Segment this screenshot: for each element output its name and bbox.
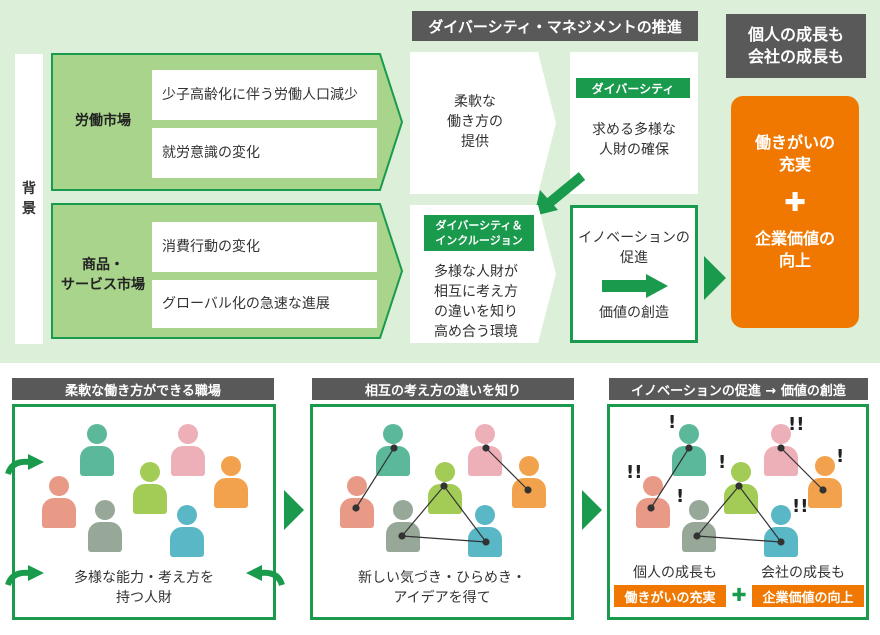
goods-market-label-2: サービス市場 bbox=[61, 277, 145, 293]
diversity-box bbox=[570, 52, 698, 194]
result-line-3: 企業価値の bbox=[754, 229, 835, 248]
curved-arrow-icon bbox=[5, 454, 44, 476]
plus-icon: ✚ bbox=[784, 188, 806, 218]
person-icon bbox=[468, 424, 502, 476]
value-creation-text: 価値の創造 bbox=[599, 305, 669, 321]
innovation-line-2: 促進 bbox=[620, 250, 648, 266]
goal-line-1: 個人の成長も bbox=[747, 25, 844, 44]
inclusion-tag-2: インクルージョン bbox=[435, 234, 523, 247]
exclamation-icon: ! bbox=[676, 486, 685, 507]
person-icon bbox=[42, 476, 76, 528]
innovation-line-1: イノベーションの bbox=[578, 230, 690, 246]
person-icon bbox=[80, 424, 114, 476]
environment-line-4: 高め合う環境 bbox=[434, 324, 518, 340]
exclamation-icon: ! bbox=[836, 446, 845, 467]
person-icon bbox=[636, 476, 670, 528]
exclamation-icon: ! bbox=[718, 452, 727, 473]
labor-market-label: 労働市場 bbox=[75, 113, 131, 129]
person-icon bbox=[88, 500, 122, 552]
flexible-line-3: 提供 bbox=[461, 134, 489, 150]
background-label-2: 景 bbox=[22, 201, 36, 217]
connection-lines bbox=[647, 444, 827, 546]
person-icon bbox=[808, 456, 842, 508]
person-icon bbox=[214, 456, 248, 508]
person-icon bbox=[340, 476, 374, 528]
panel-1-caption: 多様な能力・考え方を 持つ人財 bbox=[14, 568, 274, 608]
flexible-chevron bbox=[410, 52, 556, 194]
panel-arrow-icon bbox=[284, 490, 304, 530]
curved-arrow-icon bbox=[5, 565, 44, 587]
panel-2-title: 相互の考え方の違いを知り bbox=[312, 378, 574, 400]
person-icon bbox=[170, 505, 204, 557]
panel-arrow-icon bbox=[582, 490, 602, 530]
connection-lines bbox=[352, 444, 532, 546]
environment-text: 多様な人財が 相互に考え方 の違いを知り 高め合う環境 bbox=[410, 262, 542, 342]
background-label: 背 景 bbox=[15, 54, 43, 344]
diversity-tag: ダイバーシティ bbox=[576, 78, 690, 98]
result-box: 働きがいの 充実 ✚ 企業価値の 向上 bbox=[731, 96, 859, 328]
flexible-line-1: 柔軟な bbox=[454, 94, 496, 110]
panel-1-caption-2: 持つ人財 bbox=[116, 590, 172, 606]
panel-3-result-right: 企業価値の向上 bbox=[752, 585, 864, 607]
curved-arrow-icon bbox=[246, 565, 285, 587]
person-icon bbox=[133, 462, 167, 514]
right-arrow-icon bbox=[602, 274, 668, 298]
diversity-line-2: 人財の確保 bbox=[599, 142, 669, 158]
panel-2-caption-2: アイデアを得て bbox=[393, 590, 491, 606]
environment-line-2: 相互に考え方 bbox=[434, 284, 518, 300]
header-title: ダイバーシティ・マネジメントの推進 bbox=[412, 11, 698, 41]
innovation-box bbox=[570, 205, 698, 343]
environment-line-3: の違いを知り bbox=[434, 304, 518, 320]
panel-3-label-left: 個人の成長も bbox=[633, 565, 717, 581]
panel-3-title: イノベーションの促進 → 価値の創造 bbox=[609, 378, 868, 400]
double-exclamation-icon: !! bbox=[626, 462, 643, 483]
innovation-text: イノベーションの 促進 bbox=[570, 228, 698, 268]
exclamation-icon: ! bbox=[668, 412, 677, 433]
goods-item-1: 消費行動の変化 bbox=[152, 222, 377, 272]
diversity-line-1: 求める多様な bbox=[592, 122, 676, 138]
goods-market-label-1: 商品・ bbox=[82, 257, 124, 273]
labor-item-1: 少子高齢化に伴う労働人口減少 bbox=[152, 70, 377, 120]
double-exclamation-icon: !! bbox=[792, 496, 809, 517]
result-line-1: 働きがいの bbox=[754, 133, 835, 152]
panel-1-title: 柔軟な働き方ができる職場 bbox=[12, 378, 274, 400]
goal-box: 個人の成長も 会社の成長も bbox=[726, 14, 866, 78]
goal-line-2: 会社の成長も bbox=[747, 47, 844, 66]
diversity-text: 求める多様な 人財の確保 bbox=[570, 120, 698, 160]
result-line-4: 向上 bbox=[778, 251, 811, 270]
result-arrow-icon bbox=[704, 256, 726, 300]
background-label-1: 背 bbox=[22, 181, 36, 197]
panel-1-caption-1: 多様な能力・考え方を bbox=[74, 570, 214, 586]
panel-2-caption-1: 新しい気づき・ひらめき・ bbox=[358, 570, 526, 586]
environment-line-1: 多様な人財が bbox=[434, 264, 518, 280]
goods-item-2: グローバル化の急速な進展 bbox=[152, 280, 377, 328]
labor-item-2: 就労意識の変化 bbox=[152, 128, 377, 178]
result-line-2: 充実 bbox=[778, 155, 811, 174]
diagonal-arrow-icon bbox=[534, 172, 586, 216]
double-exclamation-icon: !! bbox=[788, 414, 805, 435]
plus-icon: ✚ bbox=[731, 584, 747, 606]
flexible-text: 柔軟な 働き方の 提供 bbox=[410, 92, 540, 152]
panel-2-caption: 新しい気づき・ひらめき・ アイデアを得て bbox=[312, 568, 572, 608]
goods-market-label: 商品・ サービス市場 bbox=[56, 255, 150, 295]
panel-3-label-right: 会社の成長も bbox=[761, 565, 845, 581]
person-icon bbox=[672, 424, 706, 476]
panel-3-result-left: 働きがいの充実 bbox=[614, 585, 726, 607]
person-icon bbox=[171, 424, 205, 476]
flexible-line-2: 働き方の bbox=[447, 114, 503, 130]
inclusion-tag-1: ダイバーシティ＆ bbox=[435, 219, 523, 232]
inclusion-tag: ダイバーシティ＆ インクルージョン bbox=[424, 215, 534, 251]
